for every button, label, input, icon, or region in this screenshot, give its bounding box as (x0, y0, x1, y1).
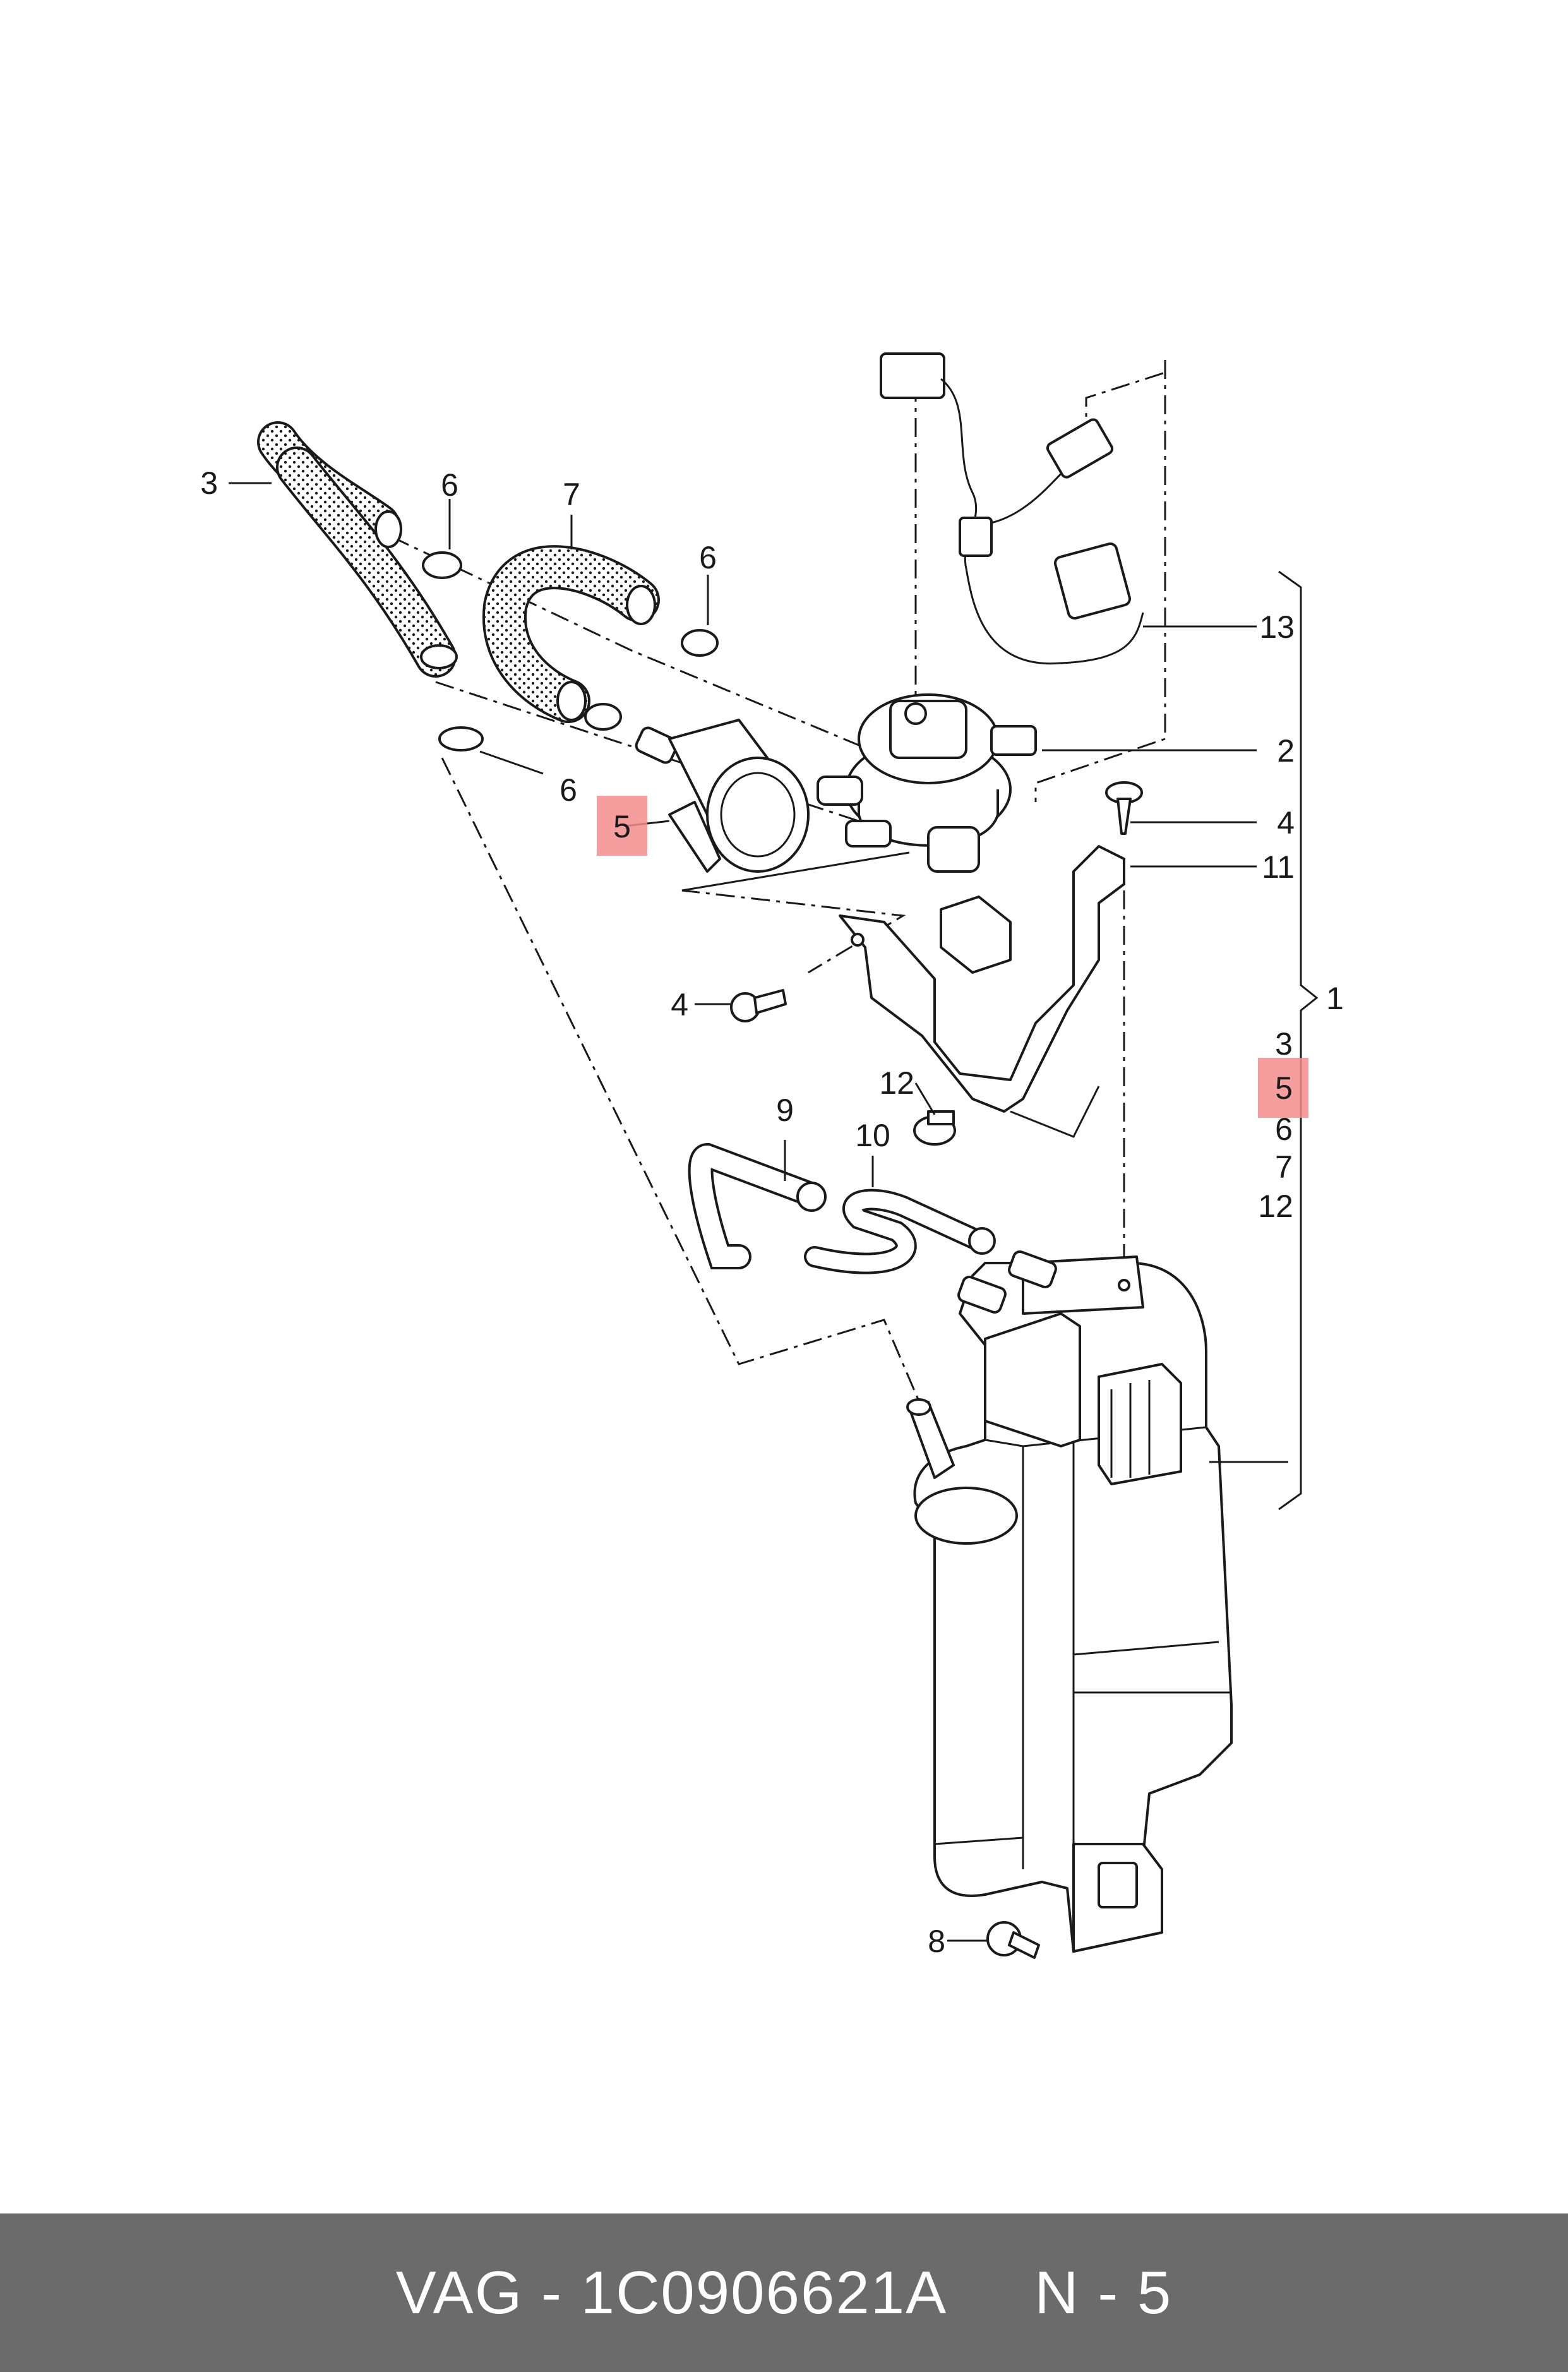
code-number: 5 (1137, 2258, 1173, 2327)
kit-list-item: 12 (1258, 1189, 1293, 1224)
callout-10: 10 (855, 1118, 890, 1153)
canister-part-1 (906, 1250, 1233, 1953)
callout-13: 13 (1259, 609, 1295, 645)
valve-part-2 (817, 693, 1037, 873)
highlight-list-5 (1258, 1058, 1308, 1118)
callout-11: 11 (1262, 849, 1295, 885)
footer-bar: VAG - 1C0906621A N - 5 (0, 2213, 1568, 2372)
parts-diagram: 3 6 7 6 6 5 13 2 4 11 4 12 9 10 8 1 3 5 … (200, 352, 1344, 1959)
screw-part-4 (730, 781, 1143, 1022)
callout-4-left: 4 (671, 987, 688, 1022)
hose-part-3 (257, 421, 458, 678)
assembly-guide-lines (391, 360, 1166, 1409)
separator: - (541, 2258, 563, 2327)
callout-8: 8 (928, 1924, 945, 1959)
callout-6-top-right: 6 (699, 540, 717, 575)
callout-6-top-left: 6 (441, 467, 458, 503)
clamp-part-6 (422, 551, 719, 752)
callout-7: 7 (563, 477, 580, 512)
kit-list-item: 5 (1275, 1070, 1293, 1106)
hose-part-9 (688, 1142, 827, 1269)
clip-part-12 (913, 1110, 956, 1146)
callout-labels: 3 6 7 6 6 5 13 2 4 11 4 12 9 10 8 1 (200, 465, 1344, 1959)
part-number: 1C0906621A (580, 2258, 944, 2327)
part-number-caption: VAG - 1C0906621A N - 5 (396, 2258, 1173, 2328)
leader-lines (229, 482, 1288, 1942)
kit-list-item: 6 (1275, 1111, 1293, 1147)
kit-list-item: 7 (1275, 1149, 1293, 1185)
callout-5: 5 (613, 809, 631, 844)
highlight-callout-5 (597, 796, 647, 856)
callout-2: 2 (1277, 733, 1295, 769)
hose-part-10 (804, 1189, 996, 1274)
hose-part-7 (482, 545, 660, 723)
bolt-part-8 (986, 1921, 1040, 1959)
filter-part-5 (635, 719, 810, 873)
callout-12: 12 (879, 1065, 914, 1101)
kit-list-item: 3 (1275, 1026, 1293, 1062)
code-letter: N (1034, 2258, 1080, 2327)
wiring-harness-part-13 (880, 352, 1144, 665)
callout-3: 3 (200, 465, 218, 501)
bracket-part-11 (839, 845, 1125, 1138)
separator: - (1098, 2258, 1120, 2327)
callout-6-bottom: 6 (560, 772, 577, 808)
callout-4-right: 4 (1277, 805, 1295, 841)
kit-brace (1278, 570, 1319, 1511)
kit-contents-list: 3 5 6 7 12 (1258, 1026, 1293, 1224)
callout-1: 1 (1326, 981, 1344, 1016)
brand-label: VAG (395, 2258, 524, 2327)
callout-9: 9 (776, 1093, 794, 1128)
